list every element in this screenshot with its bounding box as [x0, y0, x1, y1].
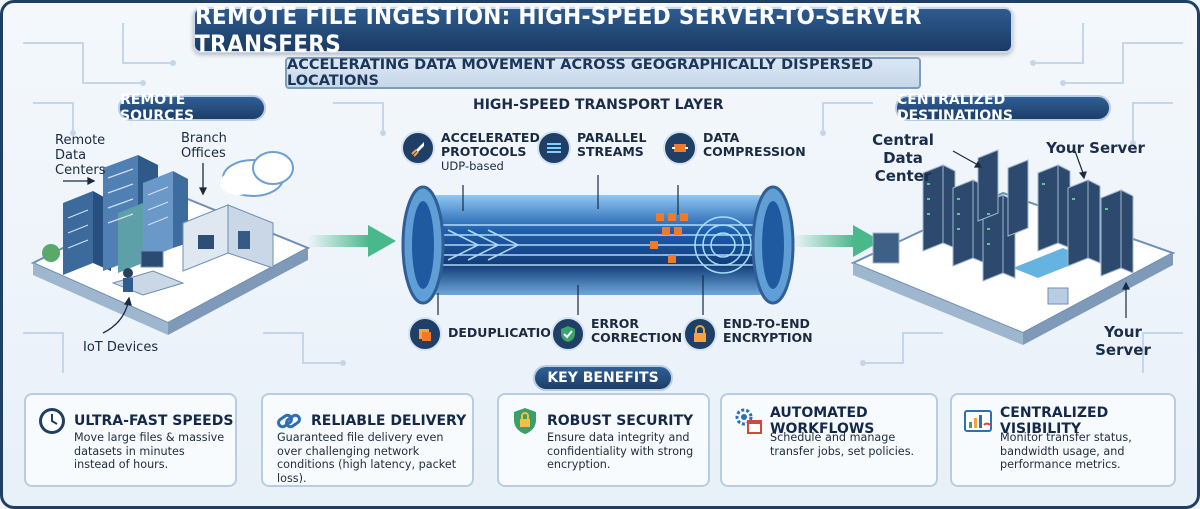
benefit-desc: Monitor transfer status, bandwidth usage… [1000, 431, 1132, 471]
benefit-card-security: ROBUST SECURITY Ensure data integrity an… [497, 393, 710, 487]
cloud-icon [220, 151, 294, 197]
security-lock-icon [514, 408, 536, 434]
benefit-card-automated: AUTOMATED WORKFLOWS Schedule and manage … [720, 393, 938, 487]
accelerated-sub: UDP-based [441, 159, 504, 173]
remote-data-centers-label: Remote Data Centers [55, 133, 106, 178]
building-icon [63, 155, 188, 275]
your-server-bottom-label: Your Server [1095, 323, 1151, 359]
key-benefits-header: KEY BENEFITS [533, 365, 673, 391]
deduplication-feature: DEDUPLICATION [408, 317, 561, 351]
streams-icon [537, 131, 571, 165]
page-subtitle: ACCELERATING DATA MOVEMENT ACROSS GEOGRA… [287, 57, 874, 89]
benefit-desc: Move large files & massive datasets in m… [74, 431, 225, 471]
title-banner: REMOTE FILE INGESTION: HIGH-SPEED SERVER… [193, 3, 1013, 58]
remote-sources-header: REMOTE SOURCES [118, 92, 266, 124]
shield-check-icon [551, 317, 585, 351]
transport-layer-header: HIGH-SPEED TRANSPORT LAYER [473, 97, 724, 113]
benefit-title: CENTRALIZED VISIBILITY [1000, 405, 1109, 437]
encryption-title: END-TO-END ENCRYPTION [723, 316, 813, 345]
branch-offices-label: Branch Offices [181, 131, 227, 161]
compression-title: DATA COMPRESSION [703, 130, 806, 159]
chain-link-icon [277, 413, 301, 429]
parallel-title: PARALLEL STREAMS [577, 130, 647, 159]
benefit-title: AUTOMATED WORKFLOWS [770, 405, 875, 437]
benefit-title: RELIABLE DELIVERY [311, 413, 467, 429]
gear-calendar-icon [735, 408, 762, 434]
data-compression-feature: DATA COMPRESSION [663, 130, 806, 165]
iot-devices-label: IoT Devices [83, 340, 159, 355]
data-center-illustration [850, 149, 1176, 345]
page-title: REMOTE FILE INGESTION: HIGH-SPEED SERVER… [195, 2, 922, 58]
right-flow-arrow-icon [793, 225, 881, 257]
dedup-icon [408, 317, 442, 351]
server-rack-icon [872, 149, 1134, 305]
central-data-center-label: Central Data Center [872, 131, 934, 185]
parallel-streams-feature: PARALLEL STREAMS [537, 131, 647, 165]
centralized-destinations-header: CENTRALIZED DESTINATIONS [895, 92, 1111, 124]
benefit-desc: Ensure data integrity and confidentialit… [547, 431, 694, 471]
benefit-title: ULTRA-FAST SPEEDS [74, 413, 234, 429]
transport-tube [401, 175, 795, 315]
benefit-desc: Schedule and manage transfer jobs, set p… [770, 431, 915, 458]
benefit-title: ROBUST SECURITY [547, 413, 694, 429]
benefit-card-visibility: CENTRALIZED VISIBILITY Monitor transfer … [950, 393, 1176, 487]
subtitle-banner: ACCELERATING DATA MOVEMENT ACROSS GEOGRA… [285, 57, 921, 89]
your-server-top-label: Your Server [1046, 139, 1145, 157]
accelerated-title: ACCELERATED PROTOCOLS [441, 130, 540, 159]
remote-sources-illustration [30, 151, 311, 335]
compress-icon [663, 131, 697, 165]
rocket-icon [401, 131, 435, 165]
error-correction-feature: ERROR CORRECTION [551, 316, 683, 351]
lock-icon [683, 317, 717, 351]
benefit-card-ultra-fast: ULTRA-FAST SPEEDS Move large files & mas… [24, 393, 237, 487]
clock-icon [39, 408, 65, 434]
dedup-title: DEDUPLICATION [448, 325, 562, 340]
left-flow-arrow-icon [308, 225, 396, 257]
benefit-desc: Guaranteed file delivery even over chall… [277, 431, 457, 485]
circuit-background [23, 23, 1183, 373]
benefit-card-reliable: RELIABLE DELIVERY Guaranteed file delive… [261, 393, 474, 487]
dashboard-icon [964, 410, 992, 432]
encryption-feature: END-TO-END ENCRYPTION [683, 317, 813, 351]
error-title: ERROR CORRECTION [591, 316, 683, 345]
